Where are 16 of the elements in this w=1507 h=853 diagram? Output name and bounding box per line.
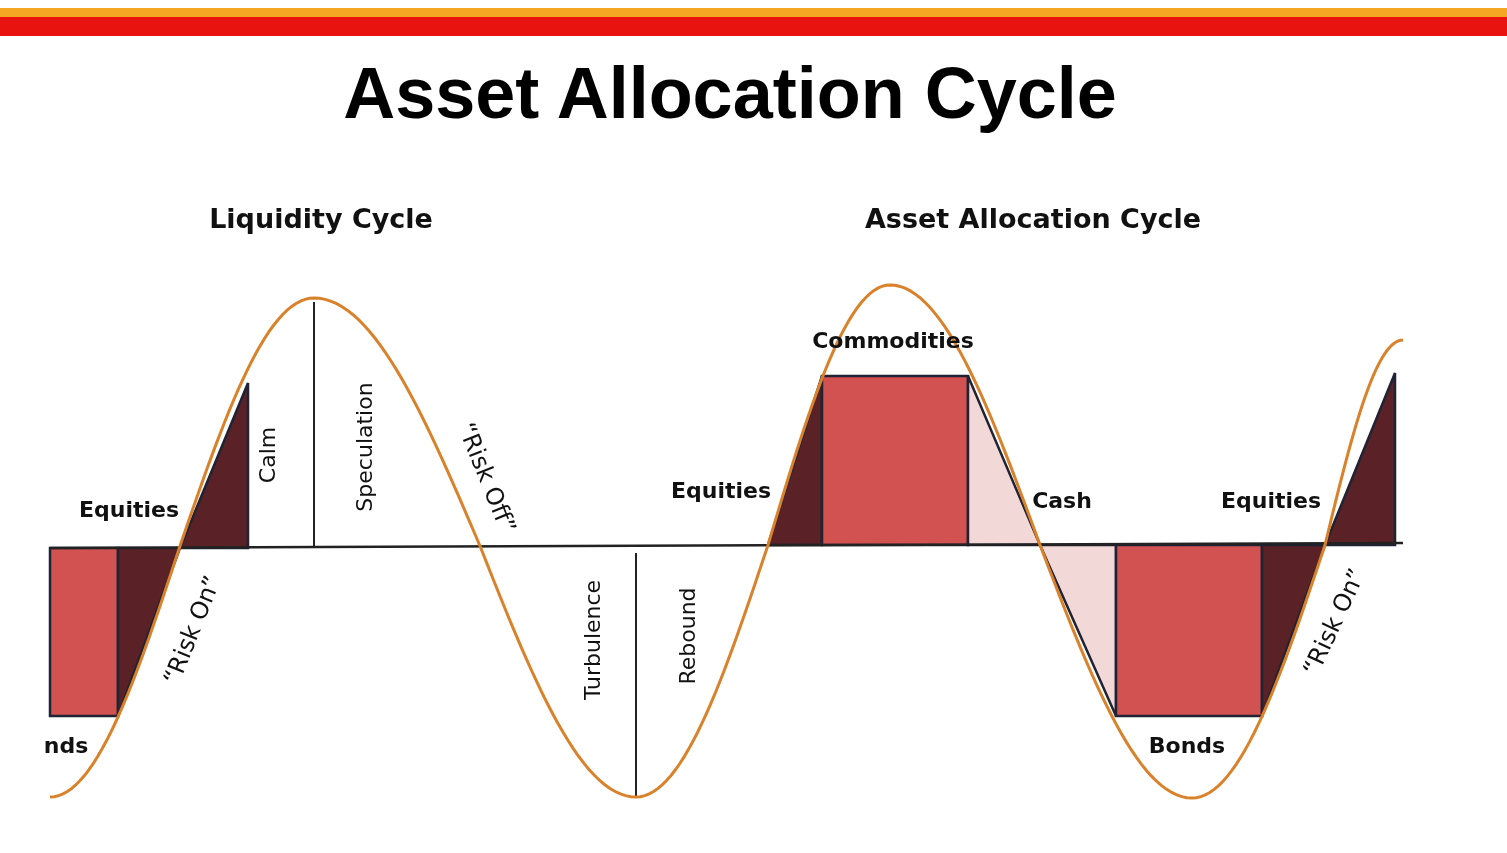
asset-label: nds [43,735,89,757]
phase-label: “Risk Off” [453,419,521,537]
phase-label: Rebound [677,587,699,685]
section-heading: Asset Allocation Cycle [864,204,1202,232]
title: Asset Allocation Cycle [342,52,1118,134]
asset-label: Equities [78,499,180,521]
phase-label: Speculation [354,382,376,512]
section-heading: Liquidity Cycle [209,204,433,232]
asset-label: Equities [1220,490,1322,512]
asset-label: Equities [670,480,772,502]
phase-label: Calm [257,426,279,484]
phase-label: Turbulence [582,579,604,701]
asset-label: Bonds [1148,735,1226,757]
asset-label: Cash [1032,490,1092,512]
phase-label: “Risk On” [159,572,225,688]
phase-label: “Risk On” [1298,565,1370,679]
